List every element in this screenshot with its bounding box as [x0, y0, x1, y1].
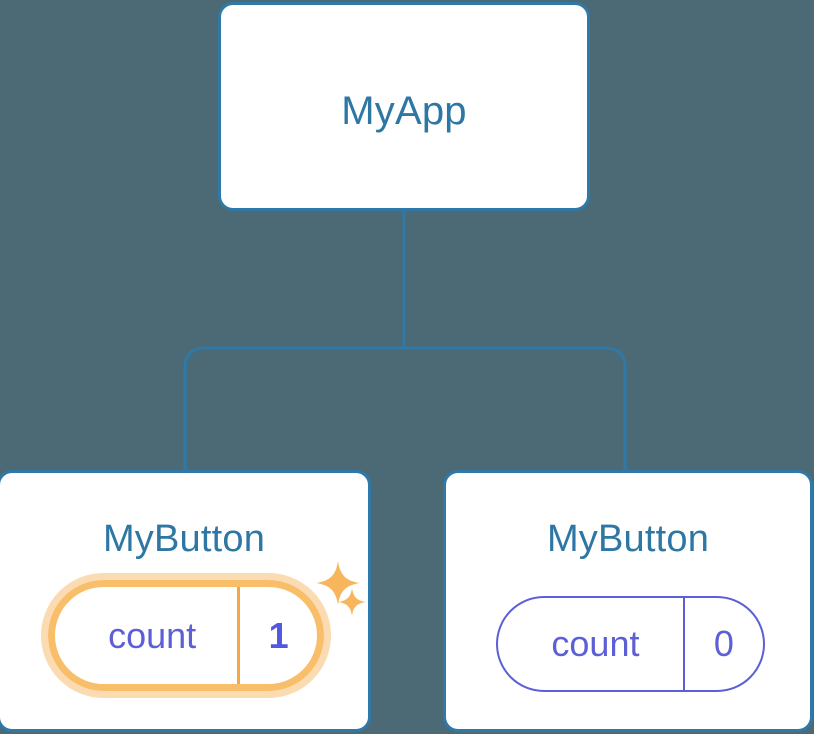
connector-branch-bus	[183, 346, 627, 470]
state-value: 1	[237, 587, 317, 684]
node-mybutton-right[interactable]: MyButton count 0	[443, 470, 813, 732]
node-title: MyApp	[341, 89, 467, 133]
node-title: MyButton	[546, 518, 710, 560]
highlight-glow	[41, 573, 331, 698]
state-pill-highlighted[interactable]: count 1	[41, 573, 331, 698]
node-myapp[interactable]: MyApp	[218, 2, 590, 211]
state-key: count	[108, 614, 197, 656]
node-title: MyButton	[102, 518, 266, 560]
state-value: 0	[682, 598, 763, 690]
state-key: count	[551, 623, 640, 664]
state-pill[interactable]: count 1	[48, 580, 324, 691]
node-mybutton-left[interactable]: MyButton count 1	[0, 470, 371, 732]
state-pill[interactable]: count 0	[496, 596, 765, 692]
